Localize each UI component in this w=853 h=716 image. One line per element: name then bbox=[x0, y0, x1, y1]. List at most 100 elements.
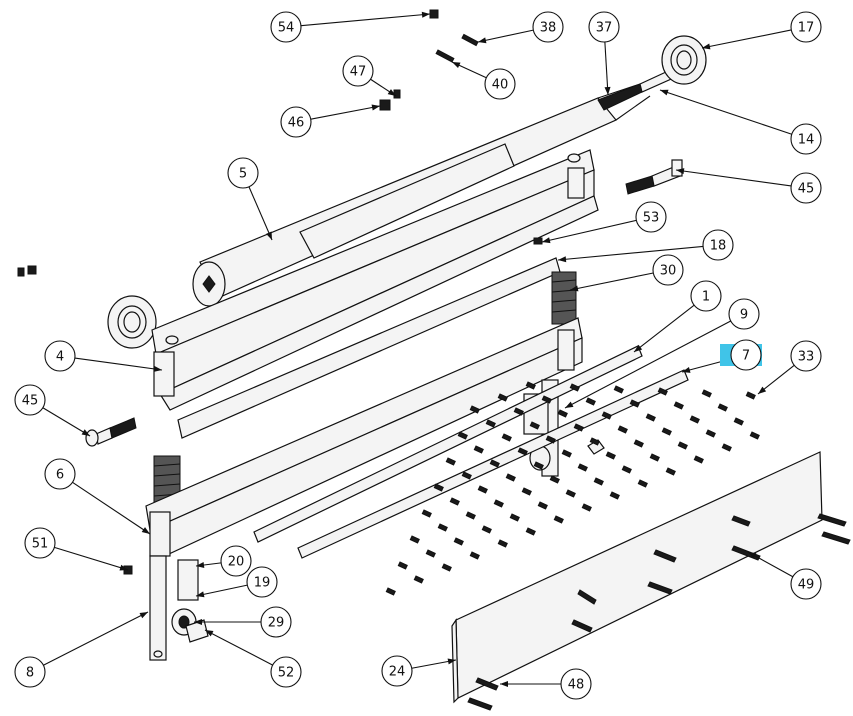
bolts-long bbox=[467, 513, 851, 711]
leader-arrow bbox=[196, 562, 205, 568]
leader-arrow bbox=[119, 564, 128, 571]
callout-bubble bbox=[227, 157, 259, 189]
screw bbox=[601, 411, 612, 420]
leader-line bbox=[659, 89, 792, 135]
strip-1 bbox=[253, 345, 643, 543]
callout-label: 38 bbox=[540, 21, 557, 36]
callout-18: 18 bbox=[557, 229, 734, 263]
screw bbox=[621, 465, 632, 474]
callout-bubble bbox=[342, 55, 374, 87]
screw bbox=[637, 479, 648, 488]
callout-bubble bbox=[790, 568, 822, 600]
screw bbox=[449, 497, 460, 506]
leader-arrow bbox=[542, 237, 551, 244]
callout-bubble bbox=[44, 340, 76, 372]
leader-line bbox=[557, 245, 704, 261]
screw bbox=[613, 385, 624, 394]
callout-19: 19 bbox=[195, 566, 278, 598]
leader-line bbox=[204, 629, 273, 666]
callout-9: 9 bbox=[564, 298, 760, 409]
leader-line bbox=[43, 611, 149, 666]
leader-line bbox=[633, 304, 695, 353]
callout-14: 14 bbox=[659, 89, 822, 155]
screw bbox=[497, 393, 508, 402]
screw bbox=[425, 549, 436, 558]
screw bbox=[553, 515, 564, 524]
leader-arrow bbox=[676, 168, 685, 175]
callout-bubble bbox=[702, 229, 734, 261]
screw bbox=[525, 527, 536, 536]
screw bbox=[549, 475, 560, 484]
leader-line bbox=[248, 186, 273, 241]
screw bbox=[533, 461, 544, 470]
screw bbox=[497, 539, 508, 548]
screw bbox=[481, 525, 492, 534]
leader-arrow bbox=[194, 619, 202, 625]
screw bbox=[473, 445, 484, 454]
screw bbox=[585, 397, 596, 406]
callout-bubble bbox=[728, 298, 760, 330]
leader-line bbox=[675, 169, 792, 187]
screw bbox=[629, 399, 640, 408]
leader-line bbox=[74, 357, 163, 371]
screw bbox=[701, 389, 712, 398]
callout-bubble bbox=[635, 201, 667, 233]
screw bbox=[617, 425, 628, 434]
bolt-45-right bbox=[625, 159, 683, 195]
leader-arrow bbox=[447, 658, 456, 665]
screw bbox=[705, 429, 716, 438]
callout-label: 29 bbox=[268, 616, 285, 631]
callout-bubble bbox=[790, 123, 822, 155]
callout-47: 47 bbox=[342, 55, 397, 97]
top-channel-beam bbox=[151, 149, 599, 411]
callout-45: 45 bbox=[675, 168, 822, 204]
callout-bubble bbox=[260, 606, 292, 638]
callout-bubble bbox=[220, 545, 252, 577]
callout-label: 4 bbox=[56, 350, 64, 365]
callout-33: 33 bbox=[757, 340, 822, 395]
callout-54: 54 bbox=[270, 11, 431, 43]
screw bbox=[413, 575, 424, 584]
callout-label: 49 bbox=[798, 578, 815, 593]
callout-24: 24 bbox=[381, 655, 457, 687]
callout-bubble bbox=[270, 11, 302, 43]
screw bbox=[453, 537, 464, 546]
callout-bubble bbox=[730, 339, 762, 371]
callout-bubble bbox=[44, 458, 76, 490]
callout-label: 53 bbox=[643, 211, 660, 226]
screw bbox=[421, 509, 432, 518]
leader-arrow bbox=[205, 630, 214, 637]
leader-arrow bbox=[565, 401, 574, 408]
callout-4: 4 bbox=[44, 340, 163, 372]
callout-label: 45 bbox=[798, 182, 815, 197]
screw bbox=[745, 391, 756, 400]
callout-label: 14 bbox=[798, 133, 815, 148]
callout-label: 5 bbox=[239, 167, 247, 182]
callout-bubble bbox=[532, 11, 564, 43]
screw bbox=[485, 419, 496, 428]
callout-1: 1 bbox=[633, 280, 722, 353]
callout-bubble bbox=[690, 280, 722, 312]
callout-6: 6 bbox=[44, 458, 151, 535]
screw bbox=[605, 451, 616, 460]
callout-label: 46 bbox=[288, 116, 305, 131]
callout-label: 18 bbox=[710, 239, 727, 254]
screw bbox=[461, 471, 472, 480]
callout-label: 54 bbox=[278, 21, 295, 36]
callout-bubble bbox=[790, 11, 822, 43]
screw bbox=[529, 421, 540, 430]
leader-arrow bbox=[452, 62, 461, 69]
screw bbox=[673, 401, 684, 410]
leader-line bbox=[564, 320, 731, 409]
screw bbox=[433, 483, 444, 492]
callout-30: 30 bbox=[569, 254, 684, 292]
callout-bubble bbox=[270, 656, 302, 688]
screw bbox=[665, 467, 676, 476]
callout-37: 37 bbox=[588, 11, 620, 96]
callout-38: 38 bbox=[477, 11, 564, 44]
callout-label: 45 bbox=[22, 394, 39, 409]
leader-arrow bbox=[604, 86, 611, 95]
callout-bubble bbox=[790, 172, 822, 204]
screw bbox=[561, 449, 572, 458]
